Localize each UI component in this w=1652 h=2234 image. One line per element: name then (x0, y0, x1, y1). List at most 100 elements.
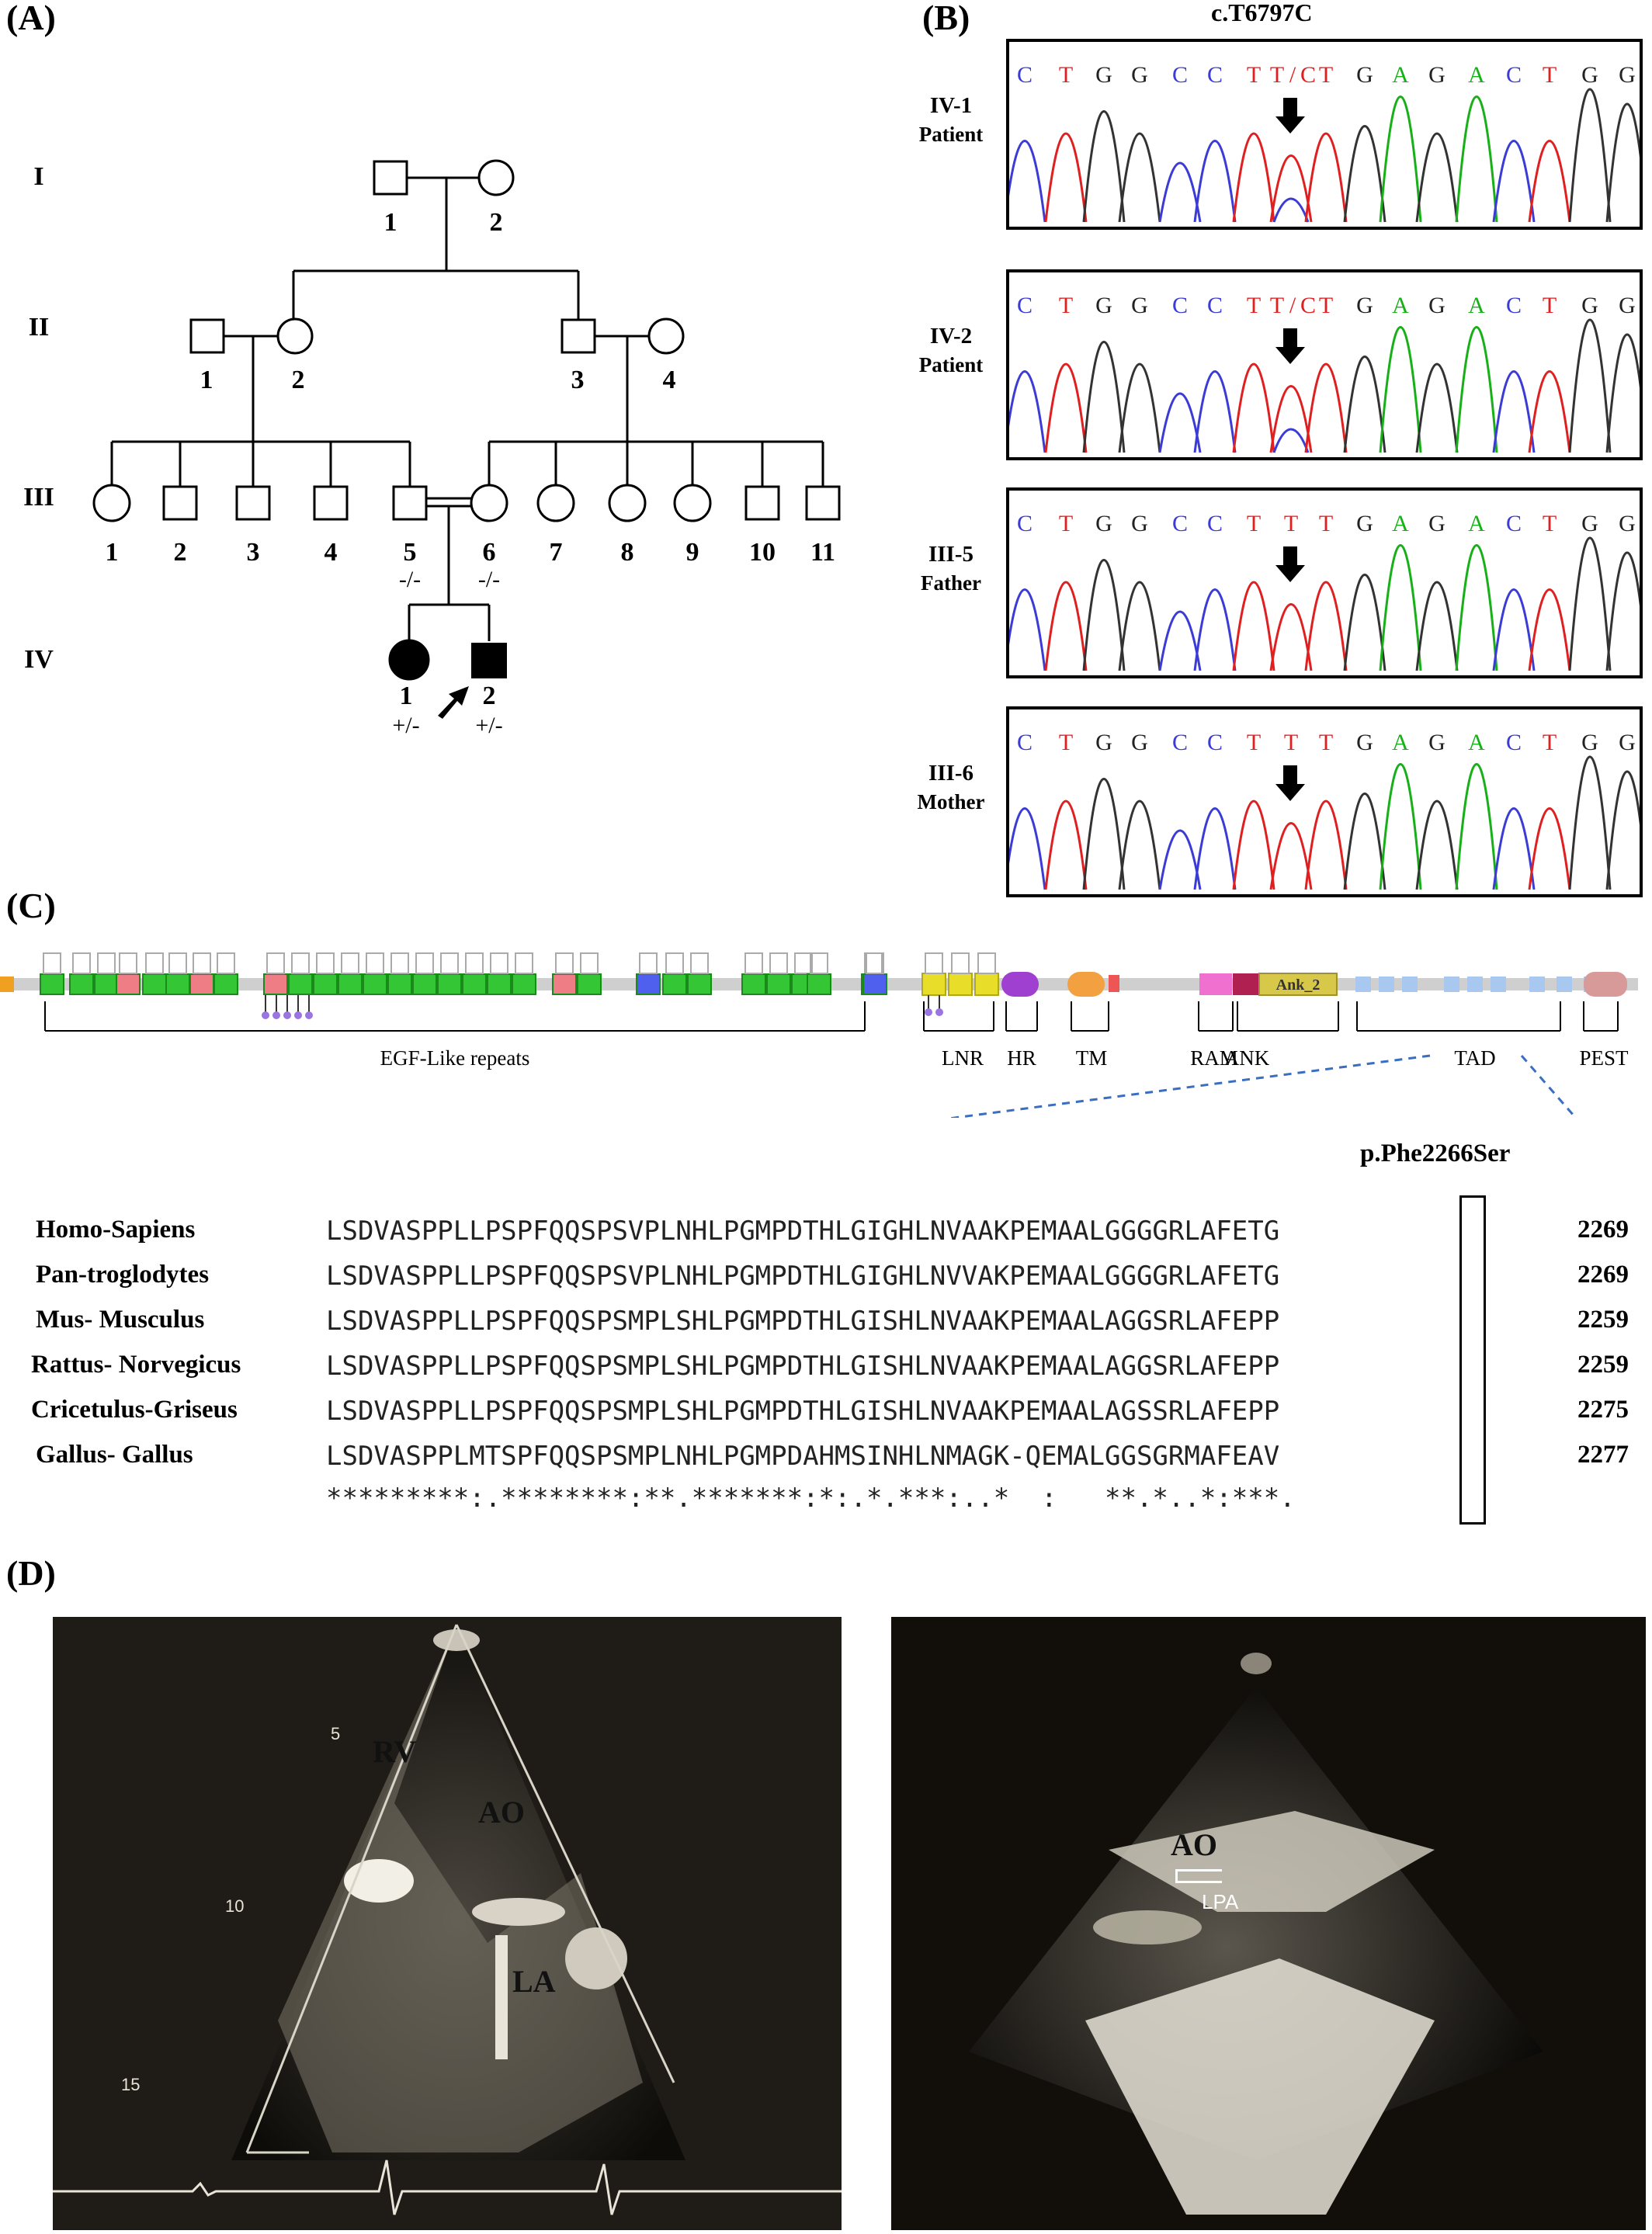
chromatogram-peak (1415, 132, 1459, 223)
repeat-outline (769, 952, 788, 974)
base-call: T (1059, 730, 1073, 755)
chromatogram-peak (1379, 763, 1422, 890)
base-call: A (1392, 293, 1409, 318)
repeat-outline (639, 952, 658, 974)
base-call: C (1506, 62, 1522, 88)
base-call: C (1017, 62, 1032, 88)
chromatogram-peak (1343, 574, 1386, 671)
base-call: T (1319, 730, 1333, 755)
chromatogram-peak (1528, 807, 1571, 890)
variant-label: p.Phe2266Ser (1360, 1140, 1511, 1167)
individual-number: 2 (292, 366, 305, 394)
zoom-line-left (945, 1054, 1431, 1118)
base-call: G (1356, 511, 1373, 536)
genotype-label: +/- (475, 713, 502, 738)
individual-number: 2 (483, 682, 496, 710)
egf-repeat (462, 973, 487, 995)
ram-linker (1233, 973, 1259, 995)
chromatogram-peak (1044, 363, 1088, 453)
chromatogram-peak (1269, 385, 1313, 453)
chromatogram-peak (1193, 588, 1237, 671)
base-call: C (1172, 293, 1188, 318)
repeat-outline (665, 952, 684, 974)
repeat-outline (168, 952, 187, 974)
base-call: T (1247, 730, 1261, 755)
base-call: T (1319, 293, 1333, 318)
individual-number: 1 (400, 682, 413, 710)
egf-repeat (636, 973, 661, 995)
egf-repeat (687, 973, 712, 995)
egf-repeat (69, 973, 94, 995)
base-call: / (1289, 293, 1296, 318)
chromatogram-peak (1379, 326, 1422, 453)
chromatogram-peak (1044, 800, 1088, 890)
ank-box-label: Ank_2 (1276, 977, 1321, 994)
chromatogram-peak (1082, 559, 1126, 671)
sample-role: Mother (917, 790, 985, 813)
chromatogram-peak (1304, 363, 1348, 453)
panel-label-c: (C) (6, 886, 56, 925)
egf-repeat (552, 973, 577, 995)
base-call: C (1506, 511, 1522, 536)
chromatogram-peak (1118, 800, 1161, 890)
echo-label-ao: AO (478, 1795, 525, 1830)
base-call: T (1284, 511, 1298, 536)
individual-number: 8 (621, 538, 634, 567)
repeat-outline (415, 952, 434, 974)
repeat-outline (977, 952, 996, 974)
residue-position: 2269 (1577, 1216, 1629, 1244)
chromatogram-peak (1082, 341, 1126, 453)
chromatogram-peak (1269, 154, 1313, 223)
chromatogram-peak (1343, 125, 1386, 223)
base-call: C (1017, 511, 1032, 536)
chromatogram-peak-secondary (1272, 197, 1310, 223)
species-name: Rattus- Norvegicus (31, 1351, 241, 1379)
egf-repeat (741, 973, 766, 995)
genotype-label: +/- (392, 713, 419, 738)
echo-label-ao-right: AO (1171, 1827, 1217, 1862)
egf-repeat (437, 973, 462, 995)
species-name: Homo-Sapiens (36, 1216, 196, 1244)
base-call: G (1356, 730, 1373, 755)
individual-number: 6 (483, 538, 496, 567)
glycosylation-site-icon (305, 1011, 313, 1019)
chromatogram-peak (1158, 610, 1202, 671)
repeat-outline (580, 952, 599, 974)
chromatogram-peak (1492, 807, 1536, 890)
proband-arrow-icon (438, 686, 469, 719)
egf-repeat (363, 973, 387, 995)
repeat-outline (266, 952, 285, 974)
repeat-outline (72, 952, 91, 974)
domain-label: ANK (1224, 1046, 1270, 1070)
base-call: G (1581, 293, 1598, 318)
echo-label-rv: RV (373, 1734, 417, 1769)
hr-domain (1001, 972, 1039, 997)
chromatogram-peak (1232, 800, 1275, 890)
glycosylation-site-icon (925, 1008, 932, 1016)
residue-position: 2259 (1577, 1351, 1629, 1379)
variant-arrow-icon (1275, 765, 1305, 801)
base-call: A (1392, 511, 1409, 536)
sequence-row: LSDVASPPLLPSPFQQSPSMPLSHLPGMPDTHLGISHLNV… (326, 1396, 1280, 1427)
base-call: T (1247, 511, 1261, 536)
chromatogram-peak (1492, 588, 1536, 671)
domain-label: LNR (942, 1046, 984, 1070)
chromatogram-peak (1528, 588, 1571, 671)
base-call: G (1356, 293, 1373, 318)
chromatogram-peak (1158, 829, 1202, 890)
base-call: G (1131, 62, 1148, 88)
tm-marker (1109, 975, 1119, 992)
tad-segment (1444, 977, 1459, 992)
base-call: G (1619, 62, 1636, 88)
domain-label: TM (1076, 1046, 1108, 1070)
echo-depth-15: 15 (121, 2075, 141, 2094)
variant-arrow-icon (1275, 328, 1305, 364)
base-call: C (1207, 730, 1223, 755)
base-call: A (1468, 511, 1485, 536)
repeat-outline (145, 952, 164, 974)
individual-number: 1 (106, 538, 119, 567)
sample-role: Father (921, 571, 981, 595)
domain-label: EGF-Like repeats (380, 1046, 530, 1070)
